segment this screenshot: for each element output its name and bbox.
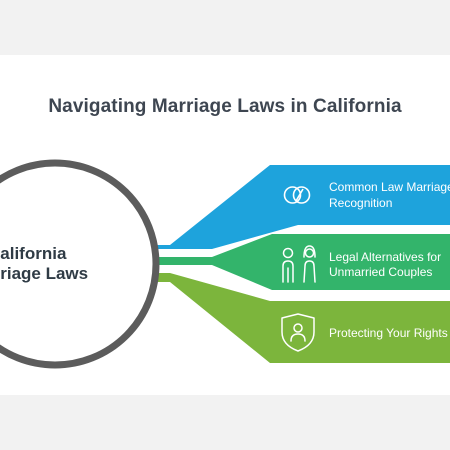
svg-text:Legal Alternatives for: Legal Alternatives for: [329, 250, 441, 264]
shield-person-icon: [281, 313, 315, 352]
branch-label-common-law-line1: Common Law Marriage: [329, 180, 450, 194]
branch-band-blue: [122, 165, 450, 249]
center-node: California Marriage Laws: [0, 159, 160, 369]
center-circle: [0, 159, 160, 369]
center-label-line2: Marriage Laws: [0, 264, 88, 283]
svg-text:Unmarried Couples: Unmarried Couples: [329, 265, 432, 279]
svg-text:Recognition: Recognition: [329, 196, 392, 210]
center-label-line1: California: [0, 244, 67, 263]
couple-icon: [282, 245, 316, 283]
branch-common-law: Common Law Marriage Recognition: [122, 165, 450, 249]
branch-label-common-law-line2: Recognition: [329, 196, 392, 210]
svg-text:Protecting Your Rights: Protecting Your Rights: [329, 326, 448, 340]
svg-text:Marriage Laws: Marriage Laws: [0, 264, 88, 283]
intersecting-circles-icon: [283, 186, 311, 204]
branch-label-rights: Protecting Your Rights: [329, 326, 448, 340]
svg-text:California: California: [0, 244, 67, 263]
diagram-title: Navigating Marriage Laws in California: [48, 96, 402, 117]
branch-legal-alternatives: Legal Alternatives for Unmarried Couples: [122, 234, 450, 290]
svg-text:Common Law Marriage: Common Law Marriage: [329, 180, 450, 194]
branch-label-alternatives-line2: Unmarried Couples: [329, 265, 432, 279]
branch-protecting-rights: Protecting Your Rights: [122, 273, 450, 363]
branch-label-alternatives-line1: Legal Alternatives for: [329, 250, 441, 264]
branch-band-lime: [122, 273, 450, 363]
